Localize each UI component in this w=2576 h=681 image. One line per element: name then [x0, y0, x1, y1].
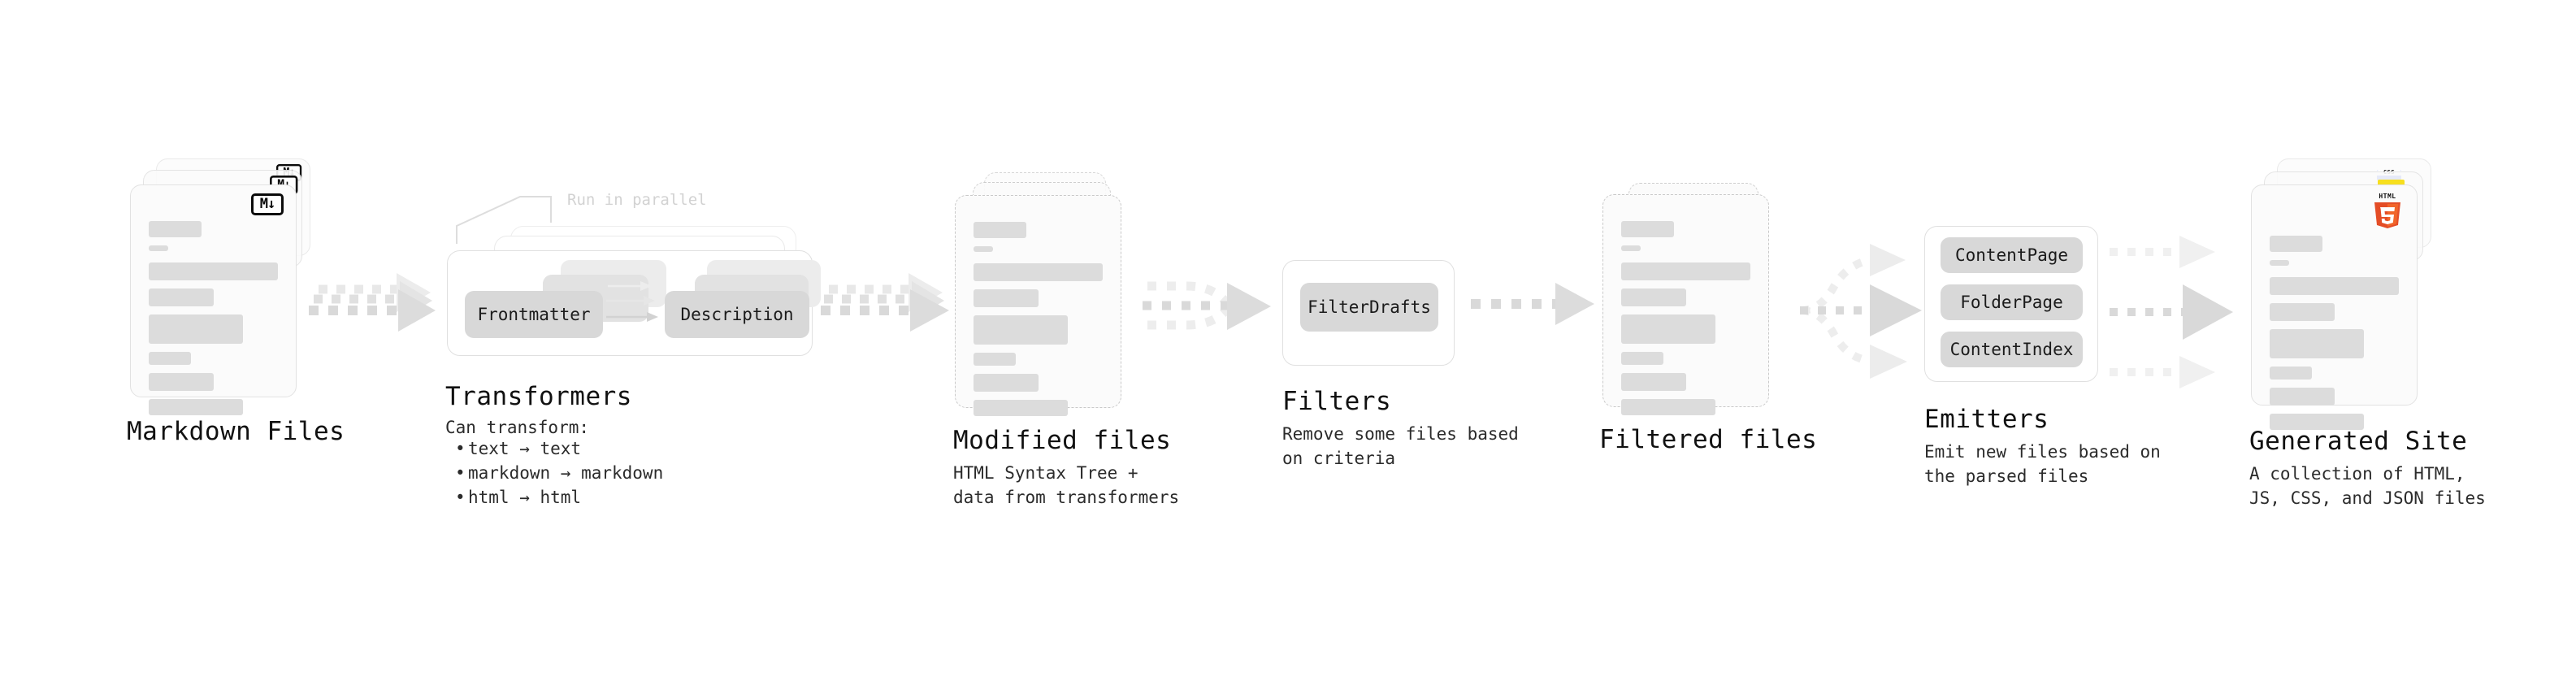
arrow-filtered-to-emitters	[1800, 236, 1946, 390]
arrow-emitters-to-site	[2110, 234, 2256, 388]
html5-badge: HTML	[2370, 190, 2405, 231]
emitters-caption: Emit new files based on the parsed files	[1924, 442, 2161, 486]
placeholder-line	[974, 374, 1039, 392]
placeholder-line	[2270, 388, 2335, 406]
transformers-bullets: text → text markdown → markdown html → h…	[453, 437, 713, 510]
placeholder-line	[974, 263, 1103, 281]
stage-title-modified-files: Modified files	[953, 426, 1172, 455]
stage-title-filters: Filters	[1282, 387, 1392, 416]
stage-markdown-files: M↓ M↓ M↓ Markdown Files	[127, 158, 345, 446]
filter-chip-filterdrafts[interactable]: FilterDrafts	[1300, 283, 1438, 332]
arrow-filters-to-filtered	[1471, 283, 1601, 348]
placeholder-line	[1621, 221, 1674, 237]
transformers-bullet-item: markdown → markdown	[453, 462, 713, 486]
arrow-modified-to-filters	[1138, 260, 1284, 366]
placeholder-line	[149, 288, 214, 306]
placeholder-line	[1621, 314, 1716, 344]
transformer-internal-arrows	[606, 281, 658, 322]
placeholder-line	[149, 221, 202, 237]
modified-card-stack	[955, 172, 1130, 416]
transformers-bullet-item: text → text	[453, 437, 713, 462]
placeholder-line	[974, 289, 1039, 307]
placeholder-line	[974, 315, 1069, 345]
emitter-chip-contentindex[interactable]: ContentIndex	[1941, 332, 2083, 367]
modified-card-front	[955, 195, 1121, 416]
placeholder-line	[2270, 260, 2289, 266]
placeholder-line	[1621, 245, 1641, 251]
markdown-card-front: M↓	[130, 184, 297, 415]
svg-text:HTML: HTML	[2379, 193, 2396, 200]
placeholder-line	[974, 222, 1026, 238]
generated-card-front-html: HTML	[2251, 184, 2418, 430]
filtered-card-stack	[1602, 183, 1777, 415]
placeholder-line	[1621, 288, 1686, 306]
stage-filtered-files: Filtered files	[1599, 183, 1817, 454]
placeholder-line	[149, 314, 244, 344]
placeholder-line	[149, 399, 244, 415]
run-in-parallel-leader	[456, 196, 552, 244]
transformers-bullet-item: html → html	[453, 486, 713, 510]
placeholder-line	[149, 373, 214, 391]
transformer-chip-frontmatter[interactable]: Frontmatter	[465, 291, 603, 338]
stage-title-generated-site: Generated Site	[2249, 427, 2468, 456]
generated-card-stack: CSS HTML	[2251, 158, 2438, 430]
arrow-markdown-to-transformers	[309, 268, 439, 358]
placeholder-line	[1621, 262, 1750, 280]
markdown-card-placeholder-lines	[149, 221, 278, 415]
placeholder-line	[2270, 414, 2365, 430]
generated-site-caption: A collection of HTML, JS, CSS, and JSON …	[2249, 464, 2486, 508]
placeholder-line	[149, 352, 192, 365]
placeholder-line	[2270, 236, 2322, 252]
placeholder-line	[149, 245, 168, 251]
transformer-chip-description[interactable]: Description	[665, 291, 809, 338]
placeholder-line	[2270, 367, 2313, 380]
stage-title-filtered-files: Filtered files	[1599, 425, 1818, 454]
placeholder-line	[1621, 352, 1664, 365]
placeholder-line	[974, 400, 1069, 416]
placeholder-line	[1621, 373, 1686, 391]
filtered-card-front	[1602, 194, 1769, 415]
arrow-transformers-to-modified	[821, 268, 959, 358]
emitter-chip-contentpage[interactable]: ContentPage	[1941, 237, 2083, 273]
placeholder-line	[2270, 277, 2399, 295]
stage-generated-site: CSS HTML	[2249, 158, 2486, 508]
placeholder-line	[2270, 329, 2365, 358]
run-in-parallel-label: Run in parallel	[567, 191, 707, 209]
stage-title-transformers: Transformers	[445, 382, 632, 411]
transformers-caption-lead: Can transform:	[445, 418, 590, 437]
generated-card-placeholder-lines	[2270, 236, 2399, 430]
markdown-badge: M↓	[251, 193, 284, 215]
placeholder-line	[149, 262, 278, 280]
modified-card-placeholder-lines	[974, 222, 1103, 416]
stage-modified-files: Modified files HTML Syntax Tree + data f…	[953, 172, 1179, 507]
placeholder-line	[974, 246, 993, 252]
markdown-card-stack: M↓ M↓ M↓	[130, 158, 317, 415]
emitter-chip-folderpage[interactable]: FolderPage	[1941, 284, 2083, 320]
placeholder-line	[2270, 303, 2335, 321]
stage-title-emitters: Emitters	[1924, 405, 2049, 434]
modified-files-caption: HTML Syntax Tree + data from transformer…	[953, 463, 1180, 507]
placeholder-line	[974, 353, 1017, 366]
placeholder-line	[1621, 399, 1716, 415]
stage-title-markdown-files: Markdown Files	[127, 417, 345, 446]
filtered-card-placeholder-lines	[1621, 221, 1750, 415]
filters-caption: Remove some files based on criteria	[1282, 424, 1519, 468]
